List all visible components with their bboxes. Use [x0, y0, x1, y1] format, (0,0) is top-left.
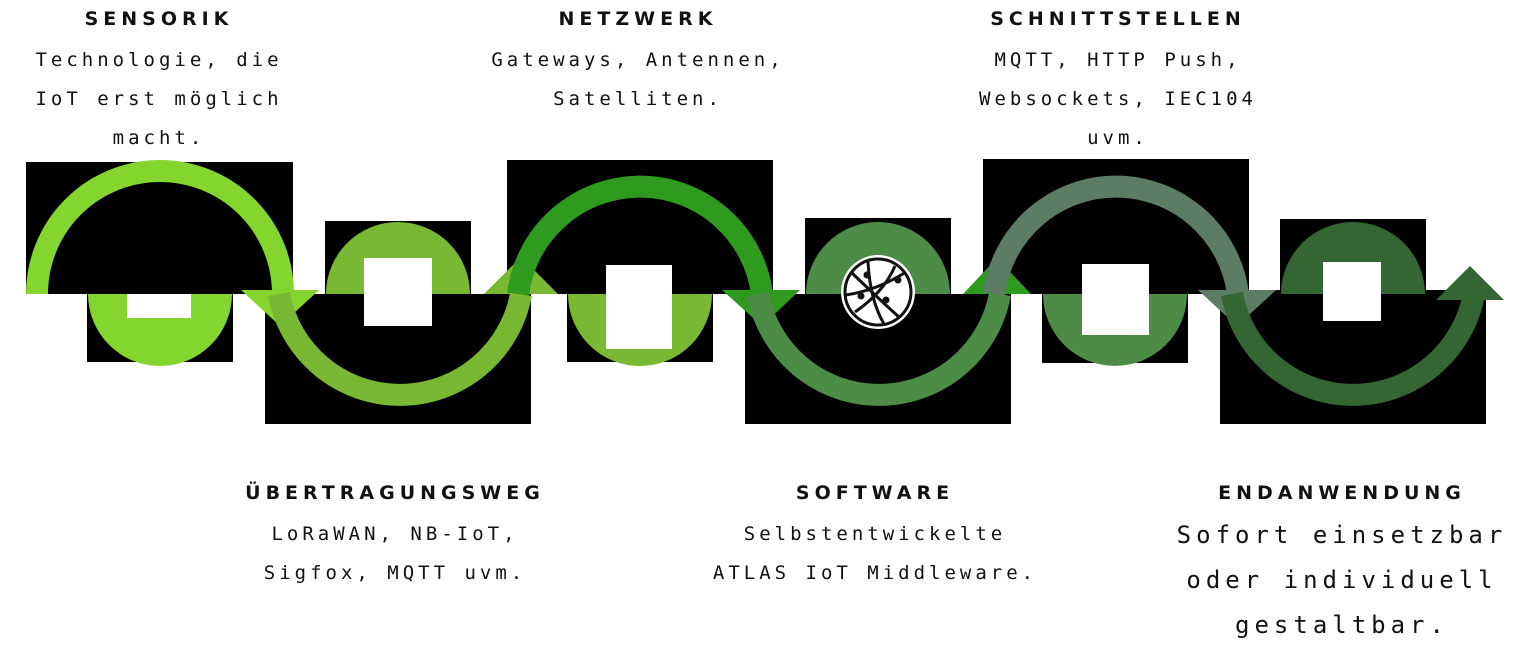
- step-title: NETZWERK: [558, 8, 718, 30]
- step-6-shape: [1221, 222, 1504, 406]
- step-description: Gateways, Antennen, Satelliten.: [491, 49, 785, 110]
- step-netzwerk: NETZWERK Gateways, Antennen, Satelliten.: [448, 8, 828, 119]
- step-description: Technologie, die IoT erst möglich macht.: [35, 49, 283, 149]
- step-uebertragungsweg: ÜBERTRAGUNGSWEG LoRaWAN, NB-IoT, Sigfox,…: [220, 482, 570, 593]
- step-description: Selbstentwickelte ATLAS IoT Middleware.: [712, 523, 1038, 584]
- step-title: SENSORIK: [84, 8, 234, 30]
- step-schnittstellen: SCHNITTSTELLEN MQTT, HTTP Push, Websocke…: [928, 8, 1308, 158]
- step-endanwendung: ENDANWENDUNG Sofort einsetzbar oder indi…: [1160, 482, 1524, 648]
- interface-icon: [1082, 264, 1149, 335]
- globe-icon: [841, 255, 915, 329]
- transmission-icon: [364, 258, 432, 326]
- step-software: SOFTWARE Selbstentwickelte ATLAS IoT Mid…: [660, 482, 1090, 593]
- network-icon: [606, 265, 672, 349]
- step-description: MQTT, HTTP Push, Websockets, IEC104 uvm.: [979, 49, 1257, 149]
- step-1-shape: [26, 160, 319, 366]
- step-title: SOFTWARE: [795, 482, 955, 504]
- step-title: ENDANWENDUNG: [1218, 482, 1466, 504]
- step-sensorik: SENSORIK Technologie, die IoT erst mögli…: [0, 8, 318, 158]
- step-title: ÜBERTRAGUNGSWEG: [245, 482, 545, 504]
- step-description: LoRaWAN, NB-IoT, Sigfox, MQTT uvm.: [263, 523, 527, 584]
- application-icon: [1323, 262, 1381, 321]
- step-title: SCHNITTSTELLEN: [990, 8, 1246, 30]
- sensor-icon: [127, 294, 191, 318]
- step-description: Sofort einsetzbar oder individuell gesta…: [1176, 521, 1508, 639]
